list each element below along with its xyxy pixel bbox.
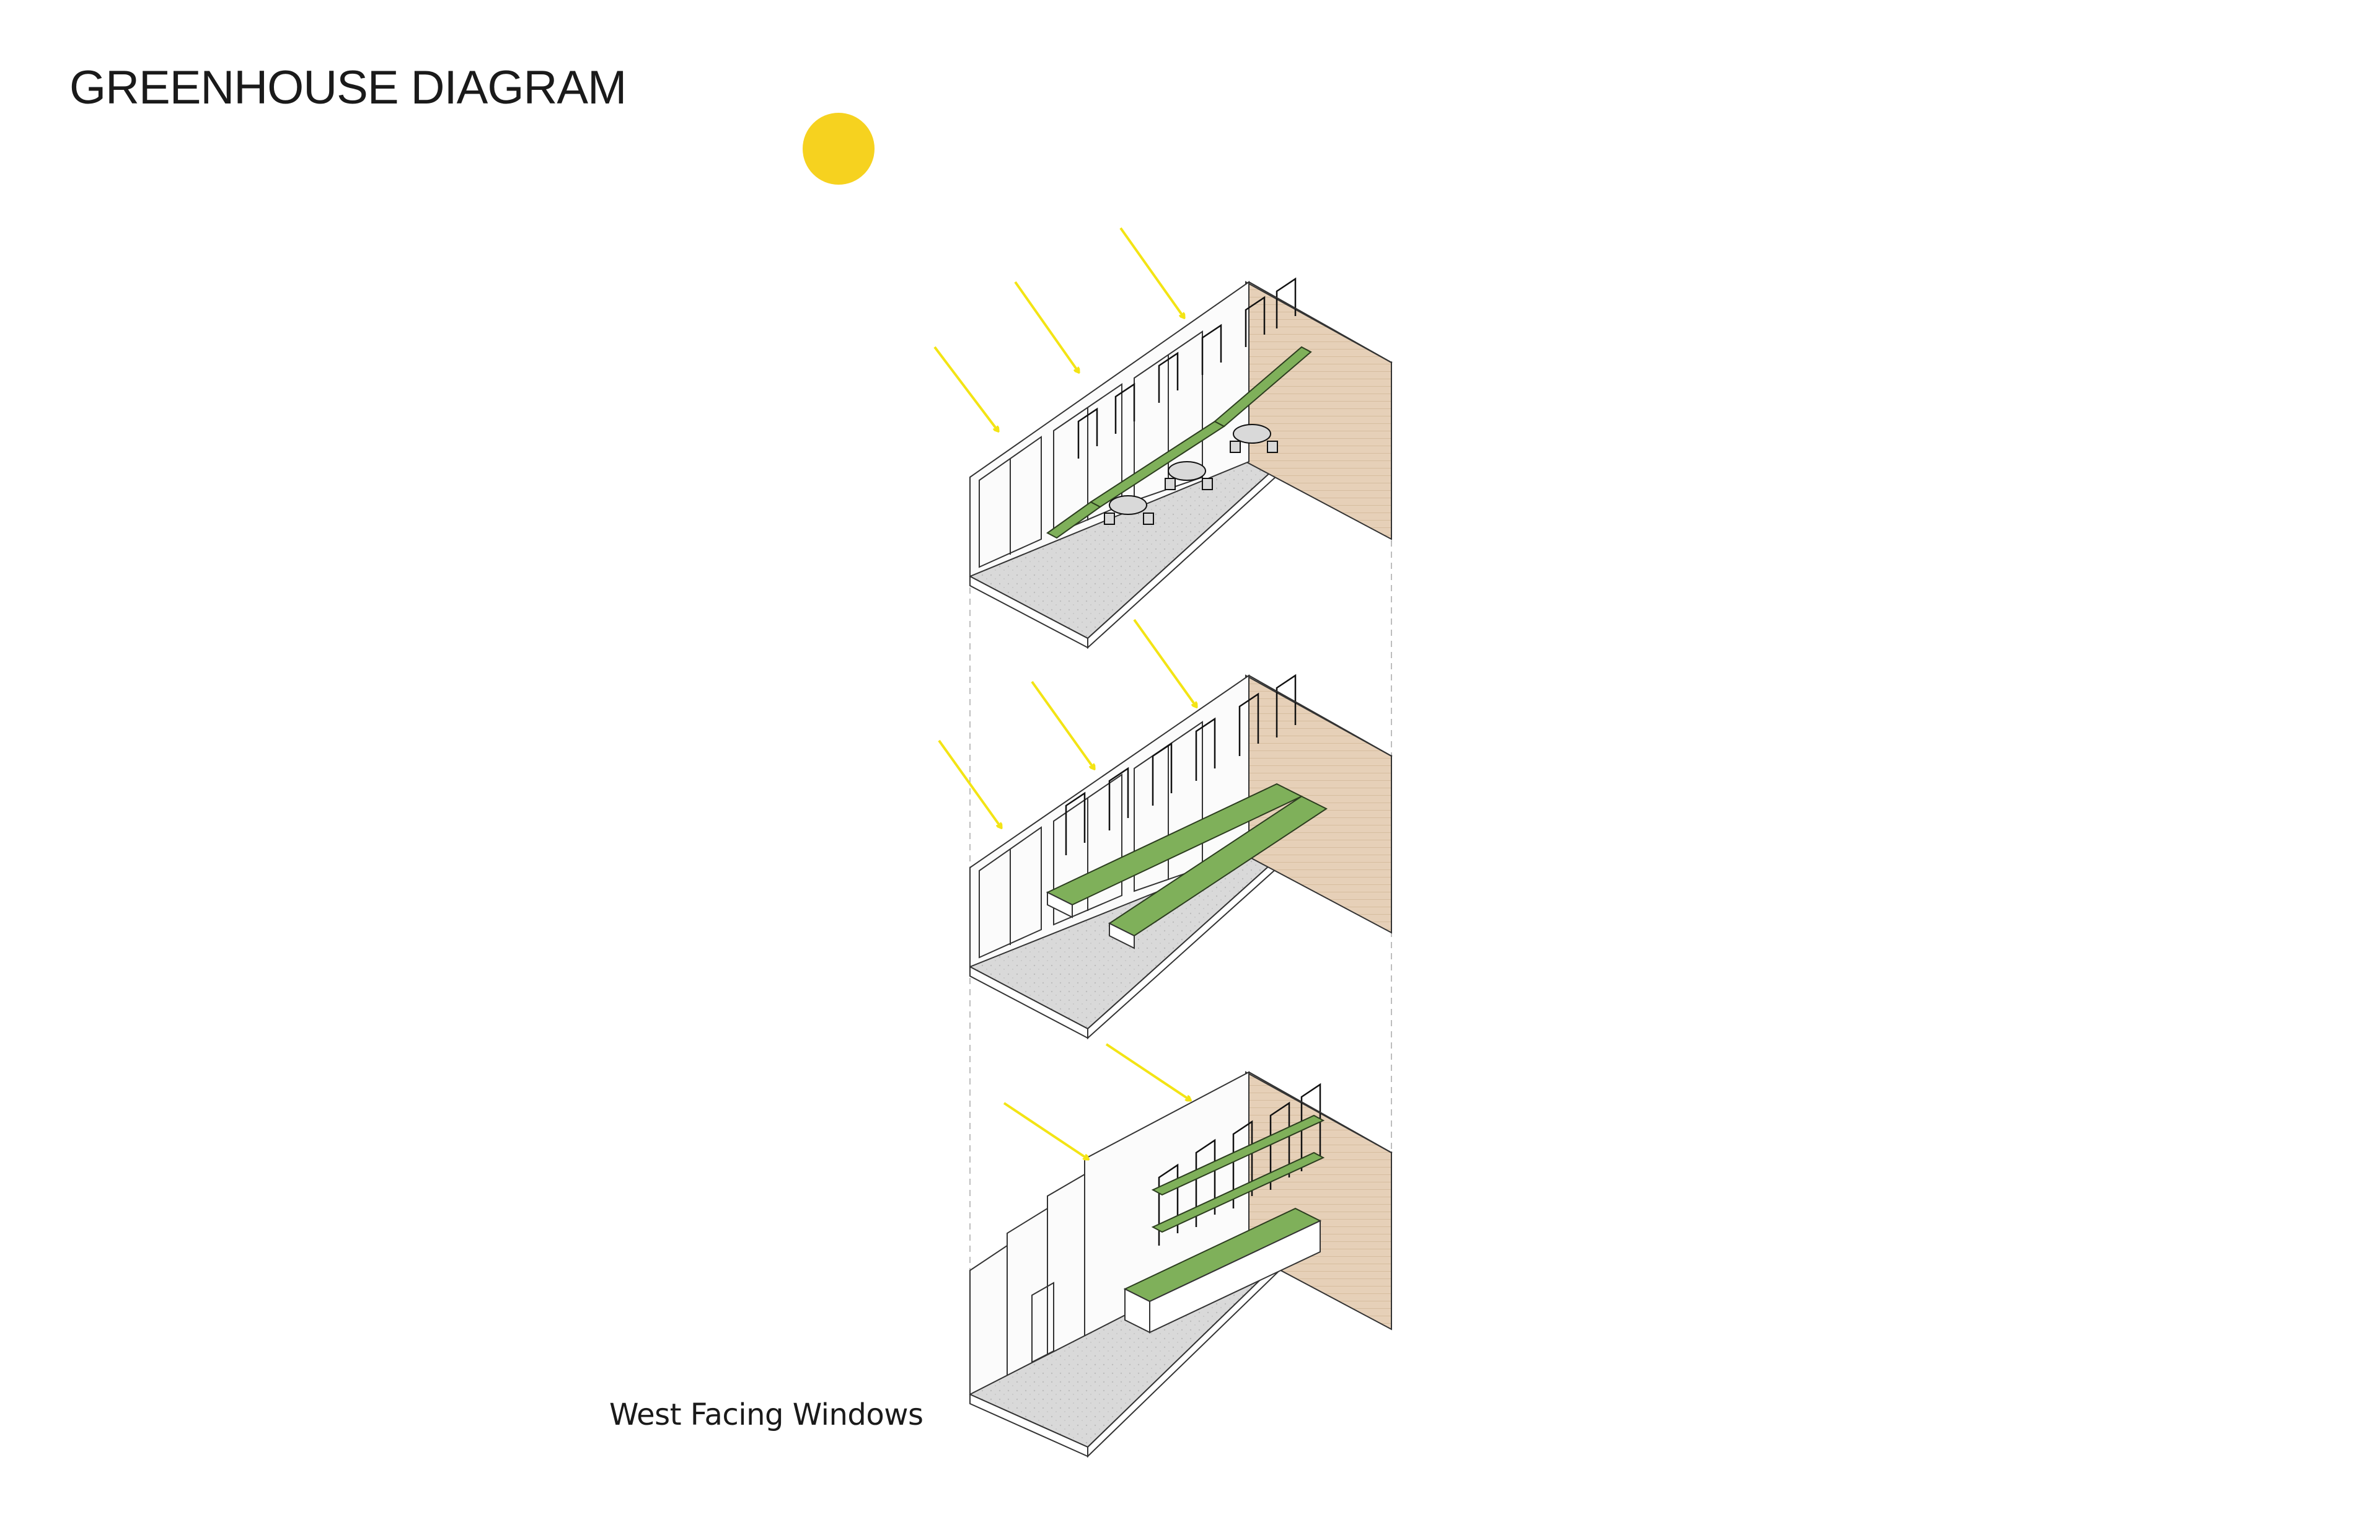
brick-wall: [1245, 281, 1392, 540]
window-wall: [969, 281, 1250, 578]
level-middle: [938, 618, 1393, 1040]
level-lower: [969, 1043, 1393, 1458]
caption-label: West Facing Windows: [609, 1397, 923, 1432]
planter-rail: [1046, 346, 1312, 539]
level-upper: [933, 227, 1393, 649]
diagram-title: GREENHOUSE DIAGRAM: [69, 61, 627, 114]
brick-wall: [1245, 1071, 1392, 1331]
cafe-tables: [1104, 424, 1278, 525]
sun-icon: [803, 113, 875, 185]
